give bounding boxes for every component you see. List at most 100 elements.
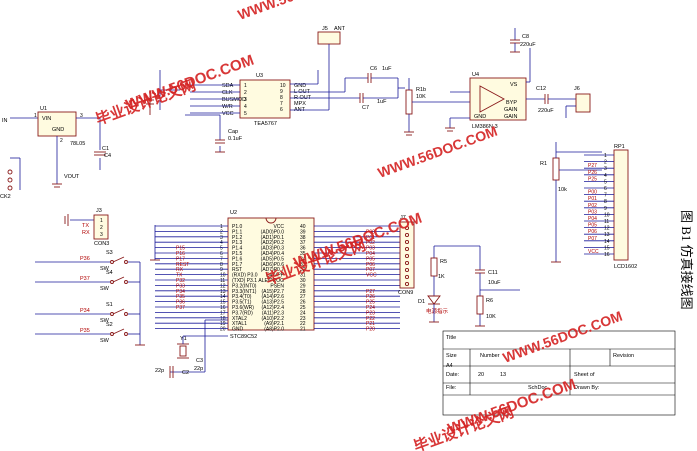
u2-pin-number: 3 (220, 235, 223, 241)
switch-lever (112, 308, 125, 315)
tb-file-label: File: (446, 385, 457, 391)
regulator-u1: IN U1 VIN GND VOUT 1 2 3 78L05 C1 C4 CK2 (0, 106, 111, 200)
switch-type: SW (100, 338, 110, 344)
c6-ref: C6 (370, 66, 377, 72)
u2-pin-label: (A14)P2.6 (261, 294, 284, 300)
u2-pin-label: P3.4(T0) (232, 294, 252, 300)
u2-pin-label: (AD4)P0.4 (261, 251, 285, 257)
rp1-pin-number: 11 (604, 219, 609, 225)
r1b-value: 10K (416, 94, 426, 100)
u2-pin-number: 1 (220, 224, 223, 230)
mcu-u2: U2 STC89C52 P1.01P1.12P1.23P1.34P1.45P15… (150, 210, 400, 340)
u2-pin-number: 14 (220, 294, 226, 300)
tb-year-frag: 13 (500, 372, 506, 378)
u2-pin-label: (AD1)P0.1 (261, 235, 285, 241)
u2-net-label: P33 (176, 283, 185, 289)
watermark-url-1: WWW.56DOC.COM (124, 52, 257, 114)
u2-pin-label: (AD5)P0.5 (261, 256, 285, 262)
r1-ref: R1 (540, 161, 547, 167)
c1-ref: C1 (102, 146, 109, 152)
u2-pin-number: 2 (220, 229, 223, 235)
u2-pin-label: P1.5 (232, 251, 243, 257)
u4-pin-gain1: GAIN (504, 107, 517, 113)
tb-date-label: Date: (446, 372, 460, 378)
u2-pin-number: 6 (220, 251, 223, 257)
j5-ref: J5 (322, 26, 328, 32)
u3-pin-label: W/R (222, 104, 233, 110)
u2-pin-number: 19 (220, 321, 226, 327)
u4-pin-gnd: GND (474, 114, 486, 120)
j7-pin (404, 225, 410, 231)
u2-pin-number: 15 (220, 300, 226, 306)
j3-pin1: 1 (100, 218, 103, 224)
u3-pin-label: VCC (222, 111, 234, 117)
u2-net-label: P35 (176, 294, 185, 300)
j3-rx: RX (82, 230, 90, 236)
r1-body (552, 157, 560, 181)
u2-pin-label: (A10)P2.2 (261, 316, 284, 322)
u2-pin-label: ALE/PROG (258, 278, 284, 284)
rp1-pin-number: 1 (604, 153, 607, 159)
u2-pin-label: P1.0 (232, 224, 243, 230)
u2-net-label: P26 (366, 294, 375, 300)
u2-net-label: P21 (366, 321, 375, 327)
u1-pin2: 2 (60, 138, 63, 144)
rp1-net-label: VCC (588, 249, 599, 255)
u2-net-label: P22 (366, 316, 375, 322)
u2-net-label: P37 (176, 305, 185, 311)
u2-pin-label: GND (232, 327, 244, 333)
u3-pin-number: 10 (280, 83, 286, 89)
u2-pin-number: 8 (220, 262, 223, 268)
u2-body (227, 217, 315, 331)
j3-pin2: 2 (100, 225, 103, 231)
u2-net-label: P15 (176, 246, 185, 252)
u2-pin-number: 10 (220, 273, 226, 279)
u2-pin-number: 37 (300, 240, 306, 246)
u2-net-label: VCC (366, 273, 377, 279)
u2-net-label: P01 (366, 235, 375, 241)
watermark-url-6: WWW.56DOC.COM (236, 0, 360, 23)
u3-pin-number: 1 (244, 83, 247, 89)
u2-net-label: P04 (366, 251, 375, 257)
rp1-pin-number: 4 (604, 173, 607, 179)
u2-pin-label: (TXD) P3.1 (232, 278, 257, 284)
u1-pin-in: VIN (42, 116, 51, 122)
u2-net-label: P36 (176, 300, 185, 306)
tb-sheet: Sheet of (574, 372, 595, 378)
c11-ref: C11 (488, 270, 498, 276)
u3-pin-number: 2 (244, 90, 247, 96)
d1-part: 电源指示 (426, 307, 449, 315)
u4-pin-gain2: GAIN (504, 114, 517, 120)
rp1-net-label: P03 (588, 209, 597, 215)
watermark-url-4: WWW.56DOC.COM (376, 123, 500, 181)
cap-ref: Cap (228, 129, 238, 135)
r1b-body (405, 89, 413, 115)
r5-body (430, 257, 438, 277)
u2-part: STC89C52 (230, 334, 257, 340)
u2-pin-number: 13 (220, 289, 226, 295)
y1-cap-value-left: 22p (155, 368, 164, 374)
u3-pin-number: 9 (280, 89, 283, 95)
rp1-pin-number: 9 (604, 206, 607, 212)
u2-pin-number: 16 (220, 305, 226, 311)
switch-type: SW (100, 318, 110, 324)
j7-ref: J7 (400, 215, 406, 221)
j6-body (575, 93, 591, 113)
switch-type: SW (100, 266, 110, 272)
u3-body (239, 79, 291, 119)
rp1-pin-number: 16 (604, 252, 610, 258)
u2-pin-label: (A12)P2.4 (261, 305, 284, 311)
j3-part: CON3 (94, 241, 109, 247)
u2-net-label: REST (176, 262, 189, 268)
j3-pin3: 3 (100, 232, 103, 238)
j3-ref: J3 (96, 208, 102, 214)
u2-net-label: P07 (366, 267, 375, 273)
rp1-net-label: P25 (588, 176, 597, 182)
j7-pin (404, 246, 410, 252)
u2-pin-label: P1.2 (232, 235, 243, 241)
u2-pin-number: 18 (220, 316, 226, 322)
tb-size-label: Size (446, 353, 457, 359)
rp1-pin-number: 3 (604, 166, 607, 172)
switch-lever (112, 256, 125, 263)
u2-pin-number: 24 (300, 310, 306, 316)
